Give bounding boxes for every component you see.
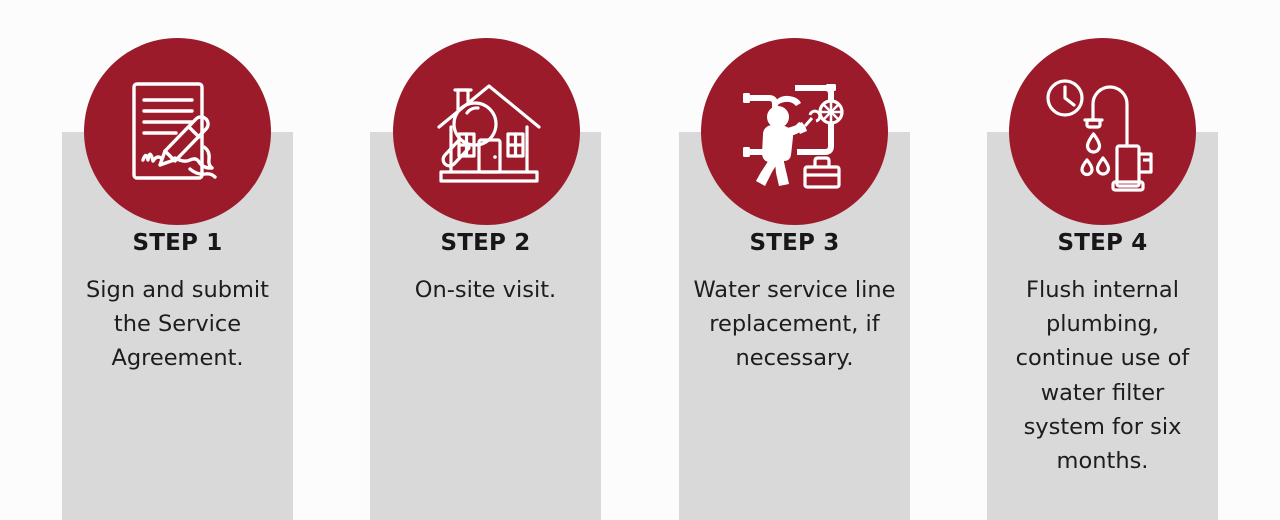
step-description-3: Water service line replacement, if neces… (693, 277, 896, 372)
step-icon-circle-1 (84, 38, 271, 225)
step-label-4: STEP 4 (1057, 230, 1148, 256)
step-description-4: Flush internal plumbing, continue use of… (1015, 277, 1190, 474)
step-text-block-3: STEP 3 Water service line replacement, i… (679, 232, 910, 376)
step-description-2: On-site visit. (414, 277, 557, 303)
step-label-1: STEP 1 (132, 230, 223, 256)
step-icon-circle-4 (1009, 38, 1196, 225)
step-text-block-4: STEP 4 Flush internal plumbing, continue… (987, 232, 1218, 478)
signed-document-icon (131, 81, 217, 180)
plumber-pipes-icon (742, 83, 844, 189)
step-description-1: Sign and submit the Service Agreement. (86, 277, 269, 372)
step-card-4: STEP 4 Flush internal plumbing, continue… (987, 132, 1218, 520)
step-icon-circle-3 (701, 38, 888, 225)
faucet-filter-clock-icon (1045, 78, 1153, 192)
step-card-3: STEP 3 Water service line replacement, i… (679, 132, 910, 520)
step-text-block-1: STEP 1 Sign and submit the Service Agree… (62, 232, 293, 376)
step-label-3: STEP 3 (749, 230, 840, 256)
step-label-2: STEP 2 (440, 230, 531, 256)
house-magnifier-icon (436, 83, 541, 183)
step-text-block-2: STEP 2 On-site visit. (370, 232, 601, 307)
step-icon-circle-2 (393, 38, 580, 225)
